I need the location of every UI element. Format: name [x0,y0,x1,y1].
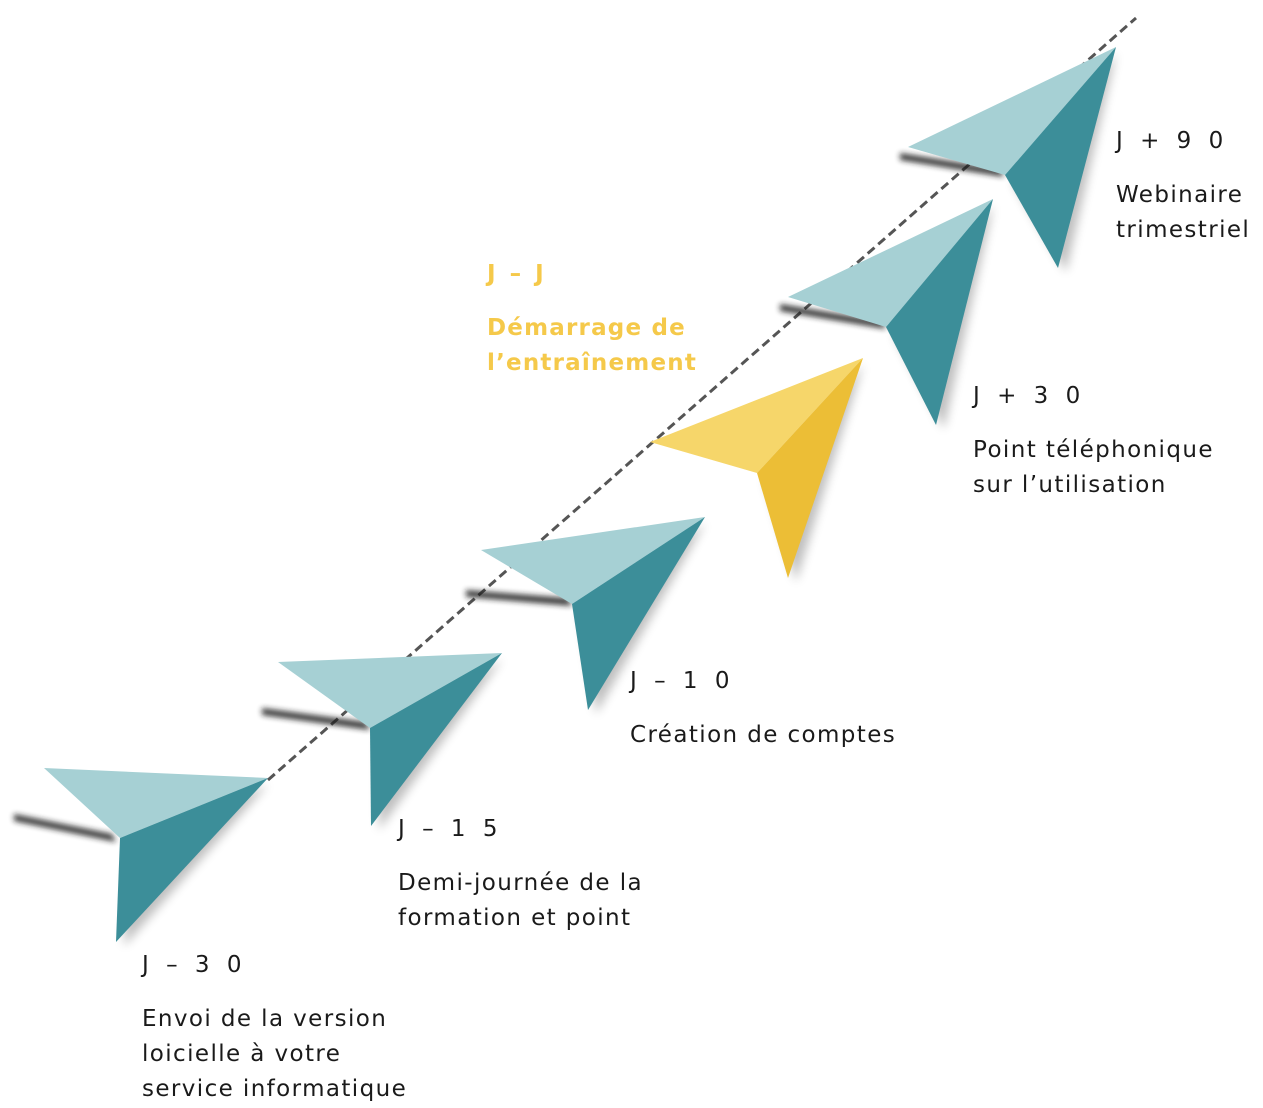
upper-wing [788,199,993,327]
milestone-day: J + 3 0 [973,383,1086,409]
milestone-day: J – 1 0 [630,668,735,694]
milestone-j-j: J – J Démarrage de l’entraînement [487,259,697,381]
milestone-description: Création de comptes [630,718,896,753]
milestone-j-plus-90: J + 9 0 Webinaire trimestriel [1116,126,1250,248]
dashed-flight-path [267,16,1137,782]
wing-shadow [378,659,502,830]
milestone-day: J – J [487,261,547,287]
planes-layer [14,47,1116,946]
lower-wing [1005,47,1116,268]
milestone-description: Démarrage de l’entraînement [487,311,697,381]
description-line: formation et point [398,905,632,931]
milestone-j-15: J – 1 5 Demi-journée de la formation et … [398,814,643,936]
description-line: Création de comptes [630,722,897,748]
wing-shadow [124,784,268,946]
paper-plane-icon [650,358,863,582]
milestone-day: J + 9 0 [1116,128,1229,154]
milestone-description: Webinaire trimestriel [1116,178,1250,248]
description-line: Demi-journée de la [398,870,643,896]
lower-wing [757,358,863,578]
description-line: Webinaire [1116,182,1244,208]
description-line: service informatique [142,1076,408,1102]
milestone-j-plus-30: J + 3 0 Point téléphonique sur l’utilisa… [973,381,1214,503]
milestone-j-30: J – 3 0 Envoi de la version loicielle à … [142,950,407,1107]
upper-wing [44,768,268,838]
upper-wing [481,517,705,604]
description-line: trimestriel [1116,217,1251,243]
lower-wing [572,517,705,710]
lower-wing [116,778,268,942]
description-line: l’entraînement [487,350,698,376]
plane-shadow [466,590,572,606]
plane-shadow [780,304,886,329]
lower-wing [370,653,502,826]
description-line: Point téléphonique [973,437,1214,463]
lower-wing [886,199,993,425]
paper-plane-icon [780,199,993,429]
milestone-description: Demi-journée de la formation et point [398,866,643,936]
description-line: Démarrage de [487,315,686,341]
description-line: Envoi de la version [142,1006,388,1032]
plane-shadow [14,814,116,842]
milestone-description: Envoi de la version loicielle à votre se… [142,1002,407,1107]
milestone-day: J – 3 0 [142,952,247,978]
milestone-description: Point téléphonique sur l’utilisation [973,433,1214,503]
upper-wing [650,358,863,473]
milestone-day: J – 1 5 [398,816,503,842]
description-line: sur l’utilisation [973,472,1167,498]
plane-shadow [262,708,370,730]
upper-wing [278,653,502,728]
paper-plane-icon [262,653,502,830]
paper-plane-icon [900,47,1116,272]
milestone-j-10: J – 1 0 Création de comptes [630,666,896,753]
paper-plane-icon [466,517,705,714]
description-line: loicielle à votre [142,1041,342,1067]
upper-wing [908,47,1116,175]
plane-shadow [900,153,1004,177]
paper-plane-icon [14,768,268,946]
